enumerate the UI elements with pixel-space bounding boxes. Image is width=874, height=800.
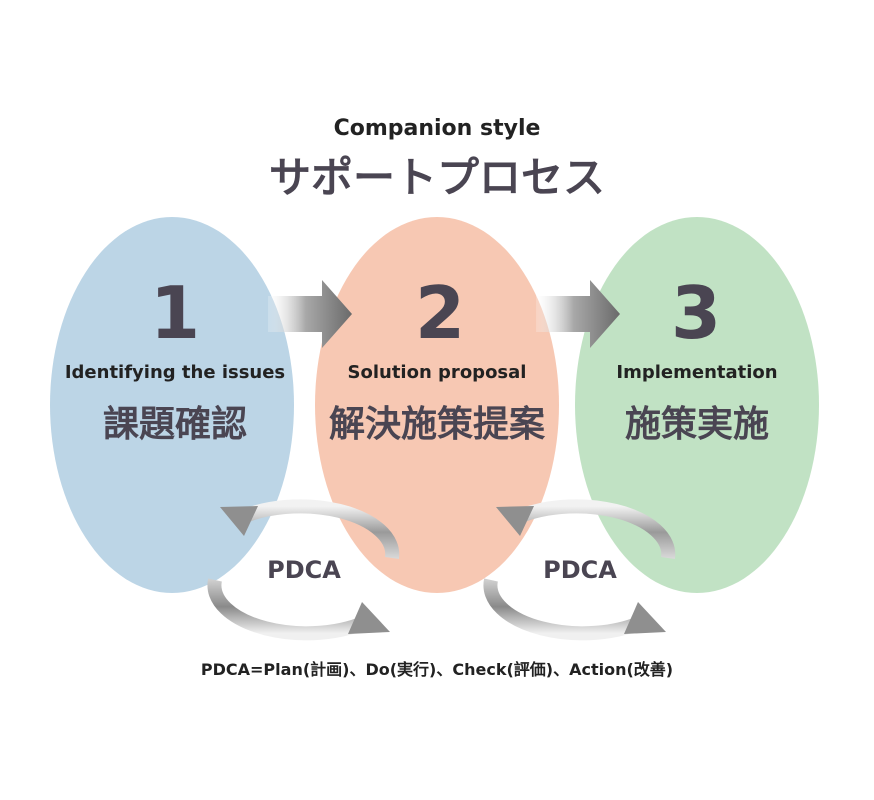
step-1: [50, 217, 294, 593]
arrow-right-icon: [536, 280, 620, 348]
step-3-label-en: Implementation: [616, 362, 777, 383]
cycle-arrows-icon: [483, 499, 676, 641]
step-2-number: 2: [415, 271, 465, 355]
step-2-ellipse: [315, 217, 559, 593]
pdca-label: PDCA: [267, 556, 341, 584]
pdca-label: PDCA: [543, 556, 617, 584]
step-1-number: 1: [150, 271, 200, 355]
step-1-label-jp: 課題確認: [103, 404, 247, 445]
step-3-ellipse: [575, 217, 819, 593]
step-3-label-jp: 施策実施: [625, 404, 769, 445]
pdca-footnote: PDCA=Plan(計画)、Do(実行)、Check(評価)、Action(改善…: [201, 660, 673, 679]
step-3-number: 3: [671, 271, 721, 355]
step-2: [315, 217, 559, 593]
step-3: [575, 217, 819, 593]
pdca-cycle-1: PDCA: [207, 499, 400, 641]
pdca-cycle-2: PDCA: [483, 499, 676, 641]
cycle-arrows-icon: [207, 499, 400, 641]
step-2-label-jp: 解決施策提案: [329, 404, 546, 445]
step-1-label-en: Identifying the issues: [65, 362, 285, 383]
subtitle: Companion style: [334, 116, 541, 141]
arrow-right-icon: [268, 280, 352, 348]
step-2-label-en: Solution proposal: [348, 362, 527, 383]
step-1-ellipse: [50, 217, 294, 593]
page-title: サポートプロセス: [269, 153, 605, 202]
